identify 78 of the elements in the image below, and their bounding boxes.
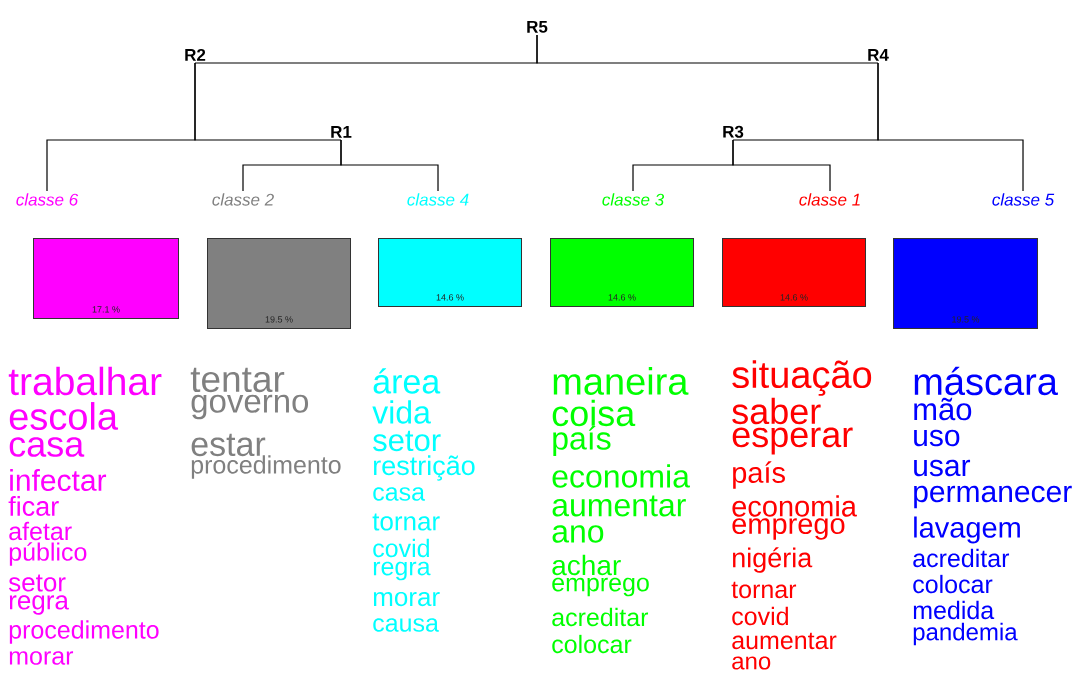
keyword: acreditar [913, 548, 1010, 568]
keyword: casa [9, 437, 85, 457]
keyword: colocar [552, 634, 632, 654]
cluster-label: R2 [185, 48, 206, 61]
percentage-box: 14.6 % [722, 238, 866, 307]
keyword: maneira [553, 367, 689, 395]
keyword: uso [914, 429, 960, 447]
keyword: economia [732, 495, 857, 517]
keyword: setor [8, 574, 66, 592]
percentage-box: 17.1 % [33, 238, 179, 319]
keyword: vida [372, 400, 431, 424]
keyword: lavagem [914, 516, 1020, 544]
keyword: restrição [374, 455, 475, 481]
dendrogram-branch [536, 34, 879, 64]
keyword: máscara [914, 366, 1058, 396]
keyword: mão [914, 397, 972, 421]
keyword: saber [732, 397, 821, 425]
keyword: procedimento [9, 620, 159, 644]
cluster-label: R1 [331, 126, 352, 138]
dendrogram-branch [340, 139, 439, 192]
keyword: procedimento [191, 455, 341, 479]
class-label: classe 3 [602, 193, 664, 206]
keyword: governo [191, 394, 309, 420]
keyword: estar [191, 433, 266, 457]
keyword: país [553, 425, 611, 457]
keyword: covid [373, 538, 429, 558]
keyword: economia [552, 464, 690, 488]
keyword: medida [913, 600, 995, 620]
keyword: escola [9, 402, 119, 430]
keyword: achar [552, 554, 621, 576]
keyword: permanecer [914, 485, 1072, 509]
keyword: esperar [732, 427, 853, 455]
class-label: classe 1 [799, 193, 860, 206]
percentage-box: 19.5 % [207, 238, 351, 329]
keyword: acreditar [552, 607, 649, 627]
keyword: área [373, 368, 441, 394]
keyword: público [9, 542, 87, 566]
keyword: afetar [9, 521, 72, 541]
dendrogram-branch [732, 139, 831, 192]
keyword: emprego [732, 518, 845, 540]
keyword: regra [9, 595, 69, 615]
keyword: emprego [552, 577, 649, 597]
keyword: ano [732, 656, 771, 670]
keyword: tornar [731, 581, 797, 599]
keyword: aumentar [552, 495, 686, 517]
keyword: país [733, 461, 785, 489]
keyword: tentar [190, 367, 285, 393]
percentage-box: 14.6 % [378, 238, 522, 307]
keyword: infectar [10, 469, 107, 492]
percentage-box: 14.6 % [550, 238, 694, 307]
keyword: usar [914, 459, 971, 477]
keyword: coisa [552, 399, 636, 427]
class-label: classe 6 [16, 193, 79, 206]
keyword: ficar [8, 496, 59, 516]
class-label: classe 5 [992, 193, 1055, 206]
keyword: setor [373, 430, 441, 452]
dendrogram-branch [877, 62, 1024, 192]
keyword: aumentar [732, 632, 837, 650]
keyword: situação [732, 360, 872, 396]
keyword: regra [373, 561, 431, 581]
keyword: pandemia [913, 622, 1018, 646]
keyword: trabalhar [8, 366, 162, 396]
keyword: causa [373, 618, 439, 632]
keyword: ano [552, 525, 604, 543]
keyword: morar [9, 651, 74, 665]
keyword: nigéria [733, 547, 813, 573]
cluster-label: R4 [868, 49, 889, 61]
keyword: tornar [372, 513, 440, 531]
class-label: classe 4 [407, 193, 469, 206]
dendrogram-branch [194, 62, 342, 141]
keyword: casa [373, 487, 425, 501]
keyword: morar [373, 591, 440, 607]
cluster-label: R3 [723, 125, 744, 138]
cluster-label: R5 [527, 20, 548, 33]
percentage-box: 19.5 % [893, 238, 1038, 329]
keyword: colocar [913, 574, 993, 594]
class-label: classe 2 [212, 193, 274, 206]
keyword: covid [732, 606, 788, 626]
